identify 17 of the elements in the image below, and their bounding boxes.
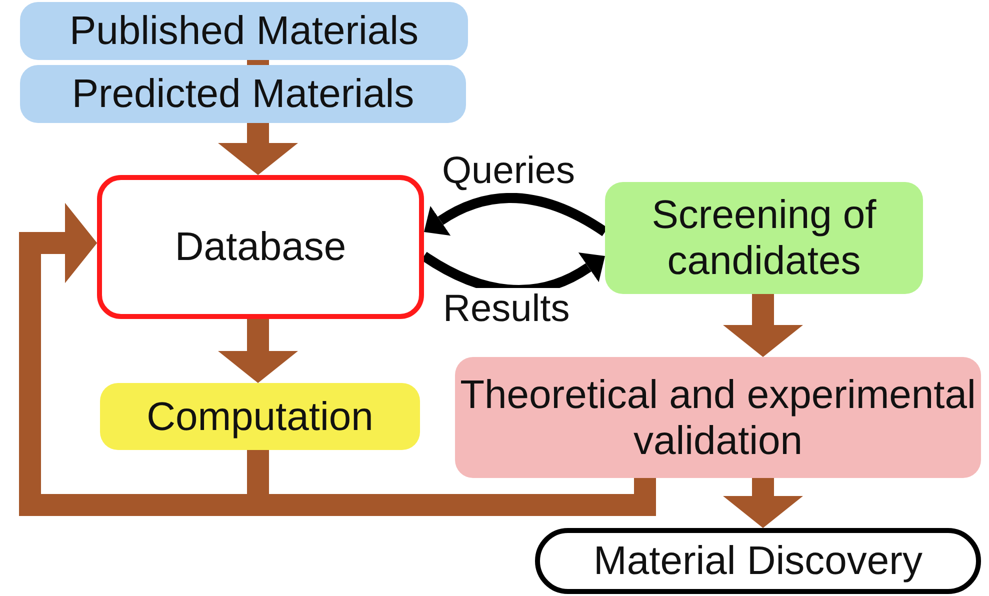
arrow: [723, 294, 803, 357]
process-box: [100, 383, 420, 450]
arrow: [723, 478, 803, 528]
process-box: [605, 182, 923, 294]
source-box: [20, 2, 468, 60]
node-label: Published Materials: [69, 8, 419, 54]
source-box: [20, 65, 466, 123]
node-label: Material Discovery: [594, 538, 922, 584]
node-label: Theoretical and experimental validation: [459, 372, 977, 464]
node-label: Database: [174, 224, 346, 270]
arrow: [218, 123, 298, 175]
node-label: Predicted Materials: [72, 71, 414, 117]
process-box: [455, 357, 981, 478]
arrow: [218, 319, 298, 383]
database-box: [97, 175, 424, 319]
node-label: Computation: [146, 394, 374, 440]
node-label: Screening of candidates: [650, 192, 878, 284]
